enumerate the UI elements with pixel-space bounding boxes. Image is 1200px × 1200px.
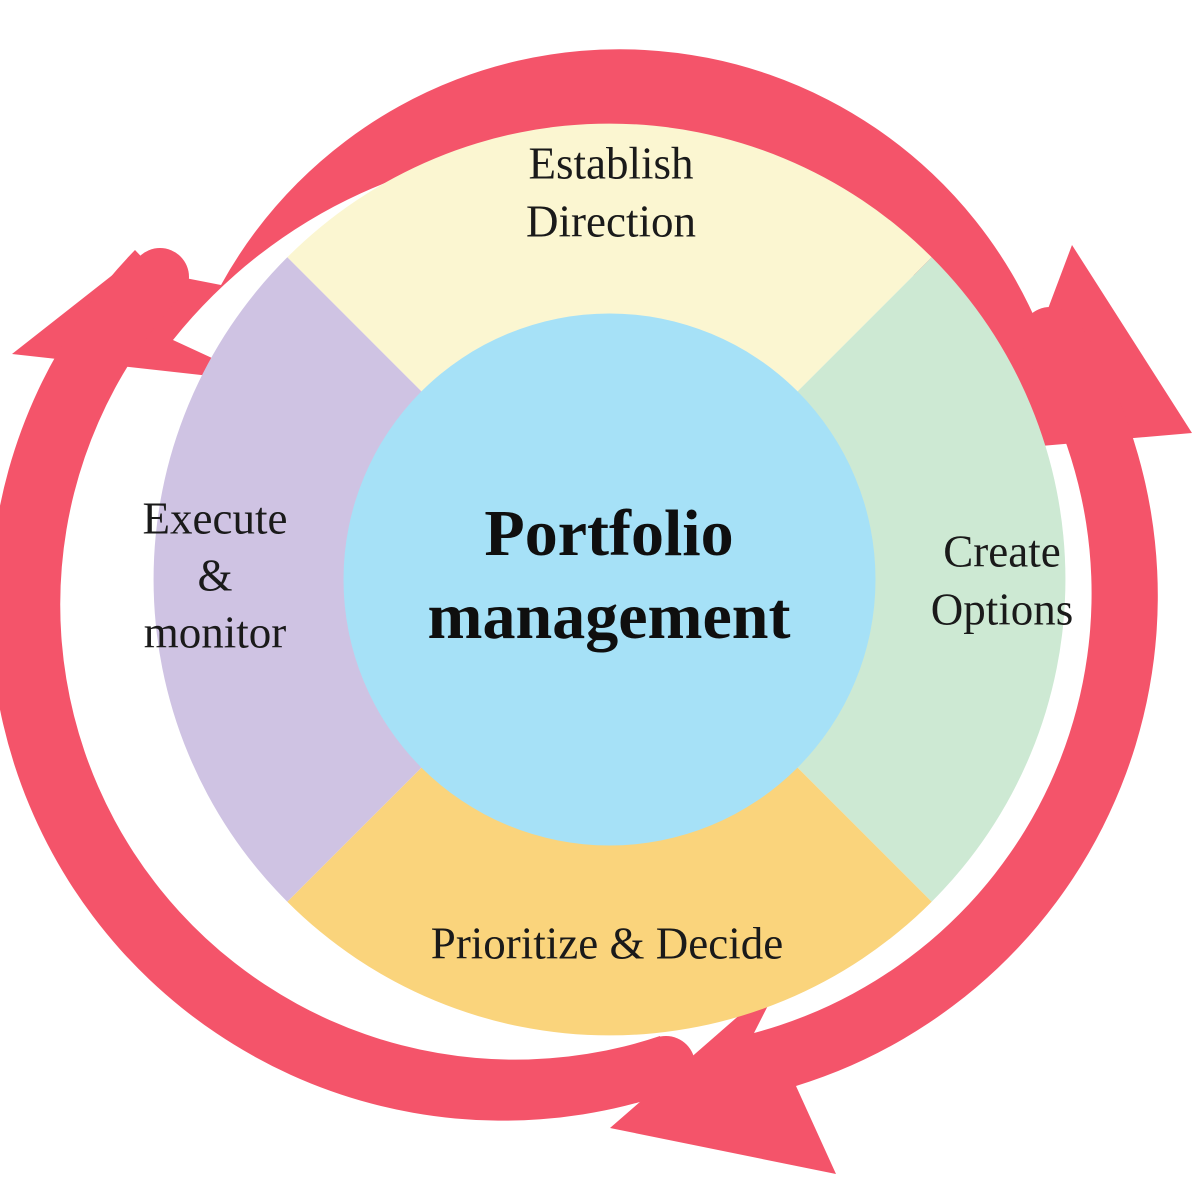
segment-label-execute-monitor-line1: Execute xyxy=(143,493,288,543)
segment-prioritize-decide[interactable] xyxy=(287,767,932,1036)
center-circle[interactable] xyxy=(343,313,876,846)
ring-joint-bottom xyxy=(637,1036,695,1094)
ring-joint-upper-left xyxy=(131,248,189,306)
segment-label-establish-direction-line1: Establish xyxy=(529,138,694,188)
arrow-ring-arc-top xyxy=(12,49,1192,453)
segment-establish-direction[interactable] xyxy=(287,123,932,392)
segment-label-execute-monitor-line2: & xyxy=(197,550,232,600)
segment-label-establish-direction-line2: Direction xyxy=(526,196,696,246)
segment-label-create-options-line2: Options xyxy=(931,584,1074,634)
center-label-line1: Portfolio xyxy=(484,497,733,570)
center-label-line2: management xyxy=(428,580,791,653)
segment-label-prioritize-decide-line1: Prioritize & Decide xyxy=(431,918,783,968)
ring-joint-upper-right xyxy=(1021,307,1079,365)
arrow-ring-arc-left xyxy=(0,250,666,1121)
segment-ring xyxy=(153,123,1066,1036)
arrow-ring xyxy=(0,49,1192,1174)
segment-label-create-options-line1: Create xyxy=(943,526,1060,576)
segment-create-options[interactable] xyxy=(797,257,1066,902)
segment-label-execute-monitor-line3: monitor xyxy=(144,607,287,657)
segment-execute-monitor[interactable] xyxy=(153,257,422,902)
